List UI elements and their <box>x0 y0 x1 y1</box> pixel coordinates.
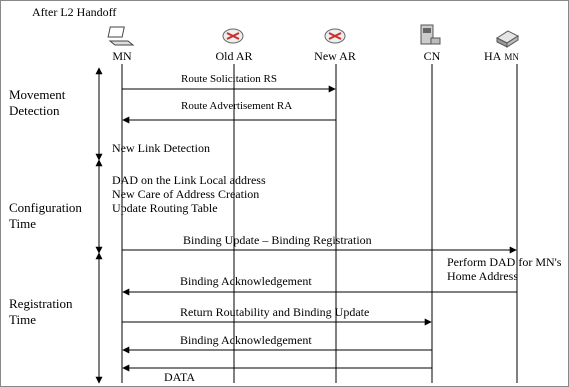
note-ha-dad: Perform DAD for MN's Home Address <box>447 255 564 283</box>
note-ha-dad-line2: Home Address <box>447 269 518 283</box>
message-binding-update-ha: Binding Update – Binding Registration <box>122 233 517 254</box>
message-binding-ack-ha: Binding Acknowledgement <box>122 274 517 296</box>
node-label-ha-sub: MN <box>504 52 519 62</box>
phase-label-configuration-line2: Time <box>9 216 36 231</box>
note-configuration-line1: DAD on the Link Local address <box>112 173 266 187</box>
message-route-solicitation: Route Solicitation RS <box>122 73 336 93</box>
message-label: Binding Acknowledgement <box>180 333 312 347</box>
note-ha-dad-line1: Perform DAD for MN's <box>447 255 562 269</box>
note-new-link-detection: New Link Detection <box>112 141 210 155</box>
router-icon <box>324 28 346 44</box>
node-label-old-ar: Old AR <box>215 49 252 63</box>
node-label-new-ar: New AR <box>314 49 356 63</box>
phase-label-configuration: Configuration Time <box>9 200 85 231</box>
handoff-header: After L2 Handoff <box>32 5 116 19</box>
message-binding-ack-cn: Binding Acknowledgement <box>122 333 432 354</box>
node-label-cn: CN <box>424 49 441 63</box>
note-configuration: DAD on the Link Local address New Care o… <box>112 173 269 215</box>
phase-label-registration: Registration Time <box>9 296 76 327</box>
phase-label-registration-line1: Registration <box>9 296 73 311</box>
phase-label-movement: Movement Detection <box>9 87 69 118</box>
laptop-icon <box>107 26 135 46</box>
node-label-ha-main: HA <box>484 49 502 63</box>
message-return-routability: Return Routability and Binding Update <box>122 305 432 326</box>
note-configuration-line2: New Care of Address Creation <box>112 187 259 201</box>
note-configuration-line3: Update Routing Table <box>112 201 218 215</box>
phase-label-movement-line1: Movement <box>9 87 66 102</box>
message-label: Binding Update – Binding Registration <box>183 233 372 247</box>
gateway-icon <box>495 30 520 48</box>
node-label-mn: MN <box>112 49 132 63</box>
phase-label-configuration-line1: Configuration <box>9 200 82 215</box>
router-icon <box>222 28 244 44</box>
phase-label-registration-line2: Time <box>9 312 36 327</box>
phase-label-movement-line2: Detection <box>9 103 60 118</box>
message-label: Return Routability and Binding Update <box>180 305 369 319</box>
message-label: Route Advertisement RA <box>181 100 292 112</box>
message-data: DATA <box>122 364 432 384</box>
message-label: Binding Acknowledgement <box>180 274 312 288</box>
server-icon <box>420 24 441 45</box>
message-label: Route Solicitation RS <box>181 73 277 85</box>
message-label: DATA <box>164 370 195 384</box>
message-route-advertisement: Route Advertisement RA <box>122 100 336 124</box>
